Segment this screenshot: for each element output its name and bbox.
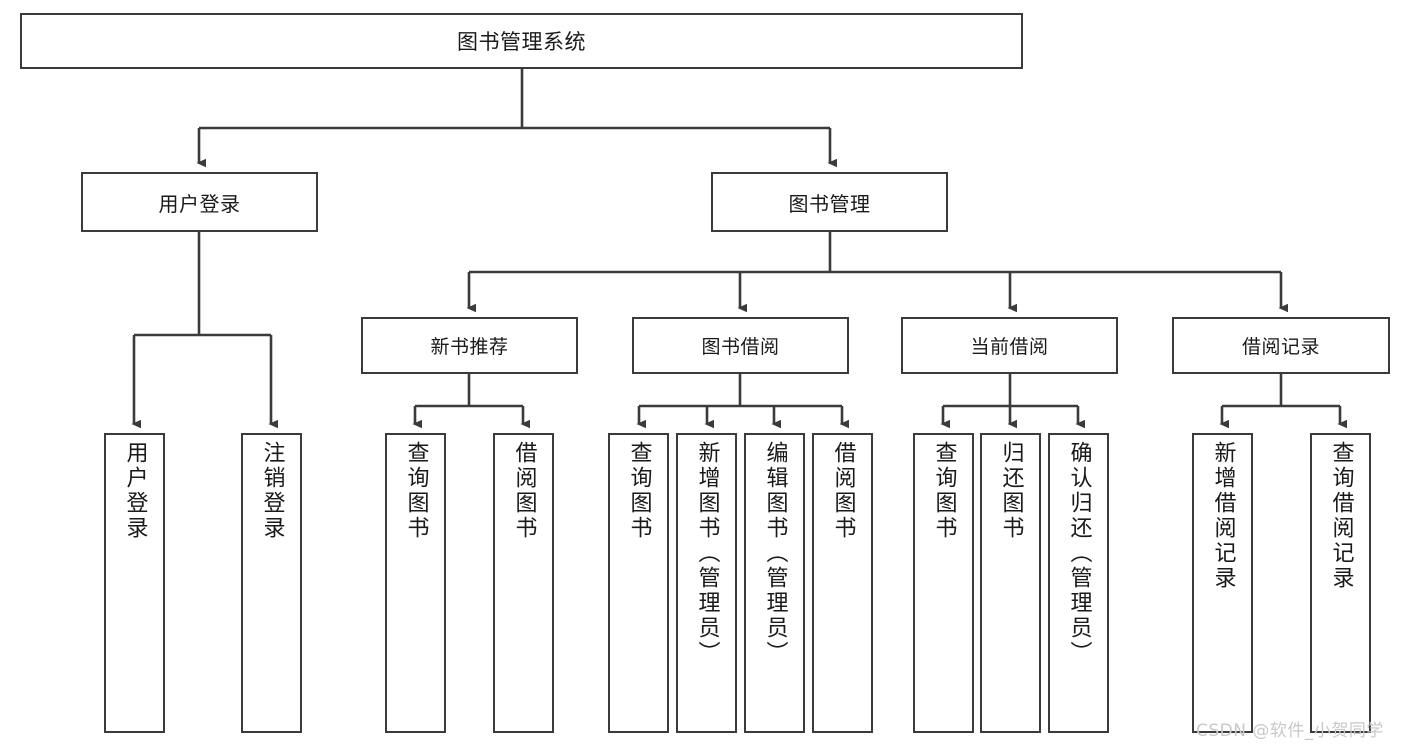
- node-leaf-label: 编辑图书（管理员）: [762, 441, 788, 666]
- node-leaf-current-query-book[interactable]: 查询图书: [913, 433, 974, 733]
- node-leaf-current-return-book[interactable]: 归还图书: [980, 433, 1041, 733]
- node-leaf-user-login-signout[interactable]: 注销登录: [241, 433, 302, 733]
- node-book-management-label: 图书管理: [788, 191, 871, 216]
- node-root-label: 图书管理系统: [457, 30, 586, 54]
- node-leaf-label: 查询图书: [403, 441, 429, 541]
- node-leaf-label: 借阅图书: [830, 441, 856, 541]
- node-leaf-borrow-query-book[interactable]: 查询图书: [608, 433, 669, 733]
- node-leaf-new-book-query[interactable]: 查询图书: [385, 433, 446, 733]
- node-new-book-recommend-label: 新书推荐: [430, 336, 509, 358]
- node-book-borrow-label: 图书借阅: [701, 336, 780, 358]
- node-borrow-record[interactable]: 借阅记录: [1172, 317, 1390, 374]
- node-current-borrow-label: 当前借阅: [970, 336, 1049, 358]
- node-user-login-label: 用户登录: [158, 191, 241, 216]
- node-leaf-label: 确认归还（管理员）: [1066, 441, 1092, 666]
- node-leaf-borrow-edit-book-admin[interactable]: 编辑图书（管理员）: [744, 433, 805, 733]
- node-leaf-label: 查询图书: [626, 441, 652, 541]
- node-book-borrow[interactable]: 图书借阅: [632, 317, 849, 374]
- node-book-management[interactable]: 图书管理: [711, 172, 948, 232]
- node-leaf-label: 新增借阅记录: [1210, 441, 1236, 591]
- node-leaf-label: 查询借阅记录: [1328, 441, 1354, 591]
- node-current-borrow[interactable]: 当前借阅: [901, 317, 1118, 374]
- node-leaf-label: 借阅图书: [511, 441, 537, 541]
- node-leaf-borrow-borrow-book[interactable]: 借阅图书: [812, 433, 873, 733]
- node-leaf-label: 新增图书（管理员）: [694, 441, 720, 666]
- node-borrow-record-label: 借阅记录: [1241, 336, 1320, 358]
- node-new-book-recommend[interactable]: 新书推荐: [361, 317, 578, 374]
- node-leaf-user-login-signin[interactable]: 用户登录: [104, 433, 165, 733]
- node-user-login[interactable]: 用户登录: [81, 172, 318, 232]
- node-leaf-new-book-borrow[interactable]: 借阅图书: [493, 433, 554, 733]
- node-leaf-label: 查询图书: [931, 441, 957, 541]
- node-leaf-current-confirm-return-admin[interactable]: 确认归还（管理员）: [1048, 433, 1109, 733]
- node-leaf-borrow-add-book-admin[interactable]: 新增图书（管理员）: [676, 433, 737, 733]
- node-leaf-record-add-record[interactable]: 新增借阅记录: [1192, 433, 1253, 733]
- node-root-book-management-system[interactable]: 图书管理系统: [20, 13, 1023, 69]
- node-leaf-label: 用户登录: [122, 441, 148, 541]
- node-leaf-record-query-record[interactable]: 查询借阅记录: [1310, 433, 1371, 733]
- node-leaf-label: 归还图书: [998, 441, 1024, 541]
- node-leaf-label: 注销登录: [259, 441, 285, 541]
